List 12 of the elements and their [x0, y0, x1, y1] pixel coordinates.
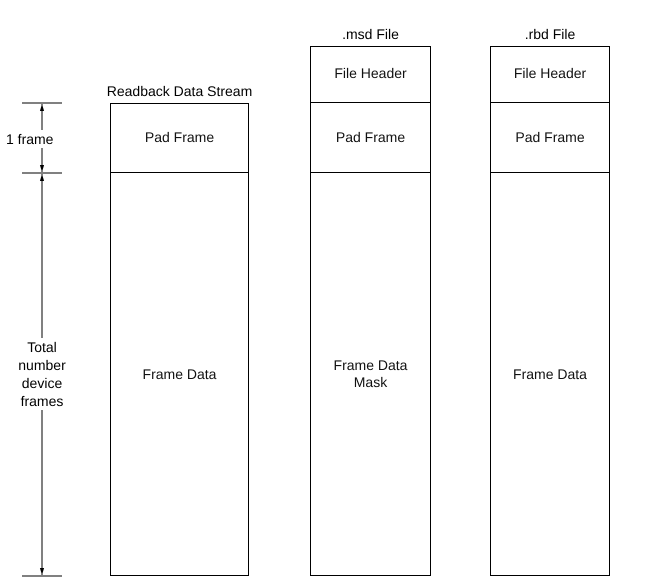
dimension-label: 1 frame [4, 130, 56, 148]
section-label: Frame Data [142, 366, 218, 382]
column-heading: .msd File [341, 26, 400, 43]
section-label: File Header [333, 65, 408, 82]
section-label: Frame Data [512, 366, 588, 382]
section-label: Pad Frame [334, 128, 406, 146]
column-heading: .rbd File [524, 26, 576, 43]
section-label: Frame Data Mask [332, 357, 408, 391]
section-label: Pad Frame [514, 128, 586, 146]
column-heading: Readback Data Stream [106, 83, 254, 100]
section-label: Pad Frame [144, 128, 216, 146]
section-label: File Header [512, 65, 588, 82]
